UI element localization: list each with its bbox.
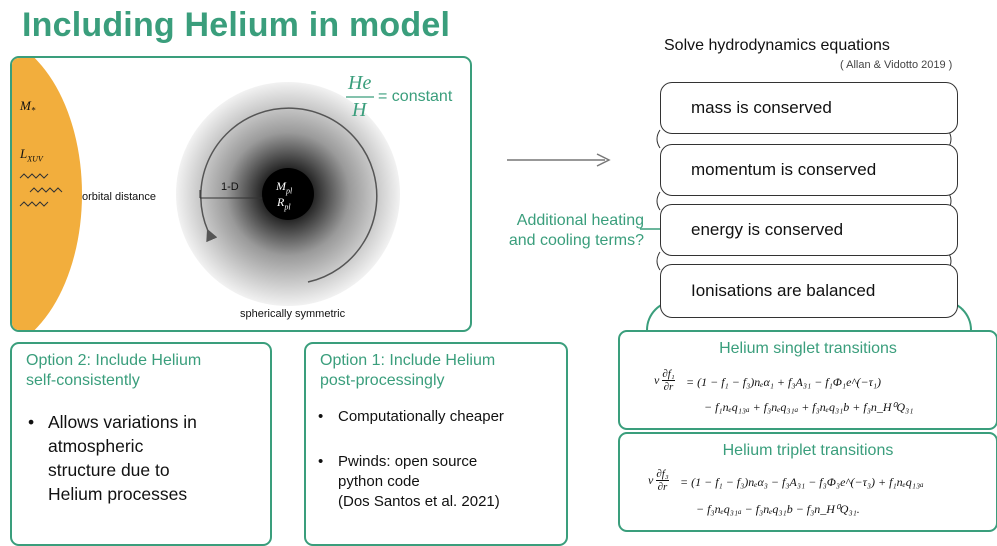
singlet-heading: Helium singlet transitions: [719, 340, 897, 357]
heating-cooling-note: Additional heating and cooling terms?: [494, 211, 644, 251]
equation-label: Ionisations are balanced: [691, 281, 876, 300]
planet-diagram: [12, 58, 400, 330]
flow-arrow: [507, 153, 611, 167]
option1-panel: Option 1: Include Helium post-processing…: [304, 342, 568, 546]
equation-label: momentum is conserved: [691, 160, 877, 179]
orbital-distance-label: orbital distance: [82, 191, 156, 203]
equation-box-mass: mass is conserved: [660, 82, 958, 134]
planet-mass-label: Mpl: [276, 179, 293, 196]
triplet-equation-line2: − f₃nₑq₃₁ₐ − f₃nₑq₃₁b − f₃n_H⁰Q₃₁.: [696, 502, 860, 516]
triplet-equation-line1: = (1 − f₁ − f₃)nₑα₃ − f₃A₃₁ − f₃Φ₃e^(−τ₃…: [680, 475, 924, 489]
ratio-numerator: He: [348, 72, 372, 94]
triplet-panel: Helium triplet transitions v ∂f₃∂r = (1 …: [618, 432, 997, 532]
option1-bullet-line: Pwinds: open source: [338, 453, 478, 470]
hydro-citation: ( Allan & Vidotto 2019 ): [840, 59, 953, 71]
option1-title-line2: post-processingly: [320, 372, 445, 389]
equation-box-momentum: momentum is conserved: [660, 144, 958, 196]
option1-bullet-line: python code: [338, 473, 420, 490]
bullet-dot-icon: •: [28, 412, 35, 432]
option2-title-line2: self-consistently: [26, 372, 140, 389]
equation-label: mass is conserved: [691, 98, 832, 117]
option1-bullet-line: Computationally cheaper: [338, 408, 504, 425]
singlet-equation-line2: − f₁nₑq₁₃ₐ + f₃nₑq₃₁ₐ + f₃nₑq₃₁b + f₃n_H…: [704, 400, 914, 414]
ratio-denominator: H: [352, 99, 367, 121]
option1-bullet-line: (Dos Santos et al. 2021): [338, 493, 500, 510]
equation-box-ionisation: Ionisations are balanced: [660, 264, 958, 318]
option2-panel: Option 2: Include Helium self-consistent…: [10, 342, 272, 546]
planet-radius-label: Rpl: [277, 195, 291, 212]
option2-title-line1: Option 2: Include Helium: [26, 352, 202, 369]
singlet-equation-line1: = (1 − f₁ − f₃)nₑα₁ + f₃A₃₁ − f₁Φ₁e^(−τ₁…: [686, 375, 882, 389]
option2-bullet-line: structure due to: [48, 460, 170, 480]
triplet-heading: Helium triplet transitions: [722, 442, 894, 459]
equation-label: energy is conserved: [691, 220, 844, 239]
hydro-heading: Solve hydrodynamics equations: [664, 37, 890, 54]
one-d-label: 1-D: [221, 181, 239, 193]
star-mass-label: M*: [20, 98, 36, 116]
option1-bullet: • Pwinds: open source python code (Dos S…: [318, 452, 500, 512]
singlet-panel: Helium singlet transitions v ∂f₁∂r = (1 …: [618, 330, 997, 430]
equation-box-energy: energy is conserved: [660, 204, 958, 256]
heating-note-line2: and cooling terms?: [508, 232, 644, 249]
option2-bullet-line: Allows variations in: [48, 412, 197, 432]
option1-title-line1: Option 1: Include Helium: [320, 352, 496, 369]
bullet-dot-icon: •: [318, 453, 324, 470]
xuv-ray-icon: [19, 201, 49, 207]
ratio-text: = constant: [378, 88, 453, 105]
star-shape: [12, 58, 82, 330]
option2-bullet: • Allows variations in atmospheric struc…: [28, 410, 197, 506]
option2-bullet-line: Helium processes: [48, 484, 188, 504]
bullet-dot-icon: •: [318, 408, 324, 425]
option2-title: Option 2: Include Helium self-consistent…: [26, 351, 201, 391]
planet-body: [262, 168, 314, 220]
star-luminosity-label: LXUV: [20, 146, 43, 164]
xuv-ray-icon: [19, 173, 49, 179]
slide-title: Including Helium in model: [22, 6, 451, 44]
heating-note-connector: [640, 228, 660, 230]
planet-diagram-panel: M* LXUV orbital distance 1-D Mpl Rpl He …: [10, 56, 472, 332]
option2-bullet-line: atmospheric: [48, 436, 144, 456]
symmetry-arc: [200, 107, 378, 283]
option1-title: Option 1: Include Helium post-processing…: [320, 351, 495, 391]
heating-note-line1: Additional heating: [516, 212, 644, 229]
triplet-lhs: v ∂f₃∂r: [648, 468, 669, 493]
option1-bullet: • Computationally cheaper: [318, 407, 504, 427]
xuv-ray-icon: [29, 187, 63, 193]
singlet-lhs: v ∂f₁∂r: [654, 368, 675, 393]
spherical-label: spherically symmetric: [240, 308, 346, 320]
